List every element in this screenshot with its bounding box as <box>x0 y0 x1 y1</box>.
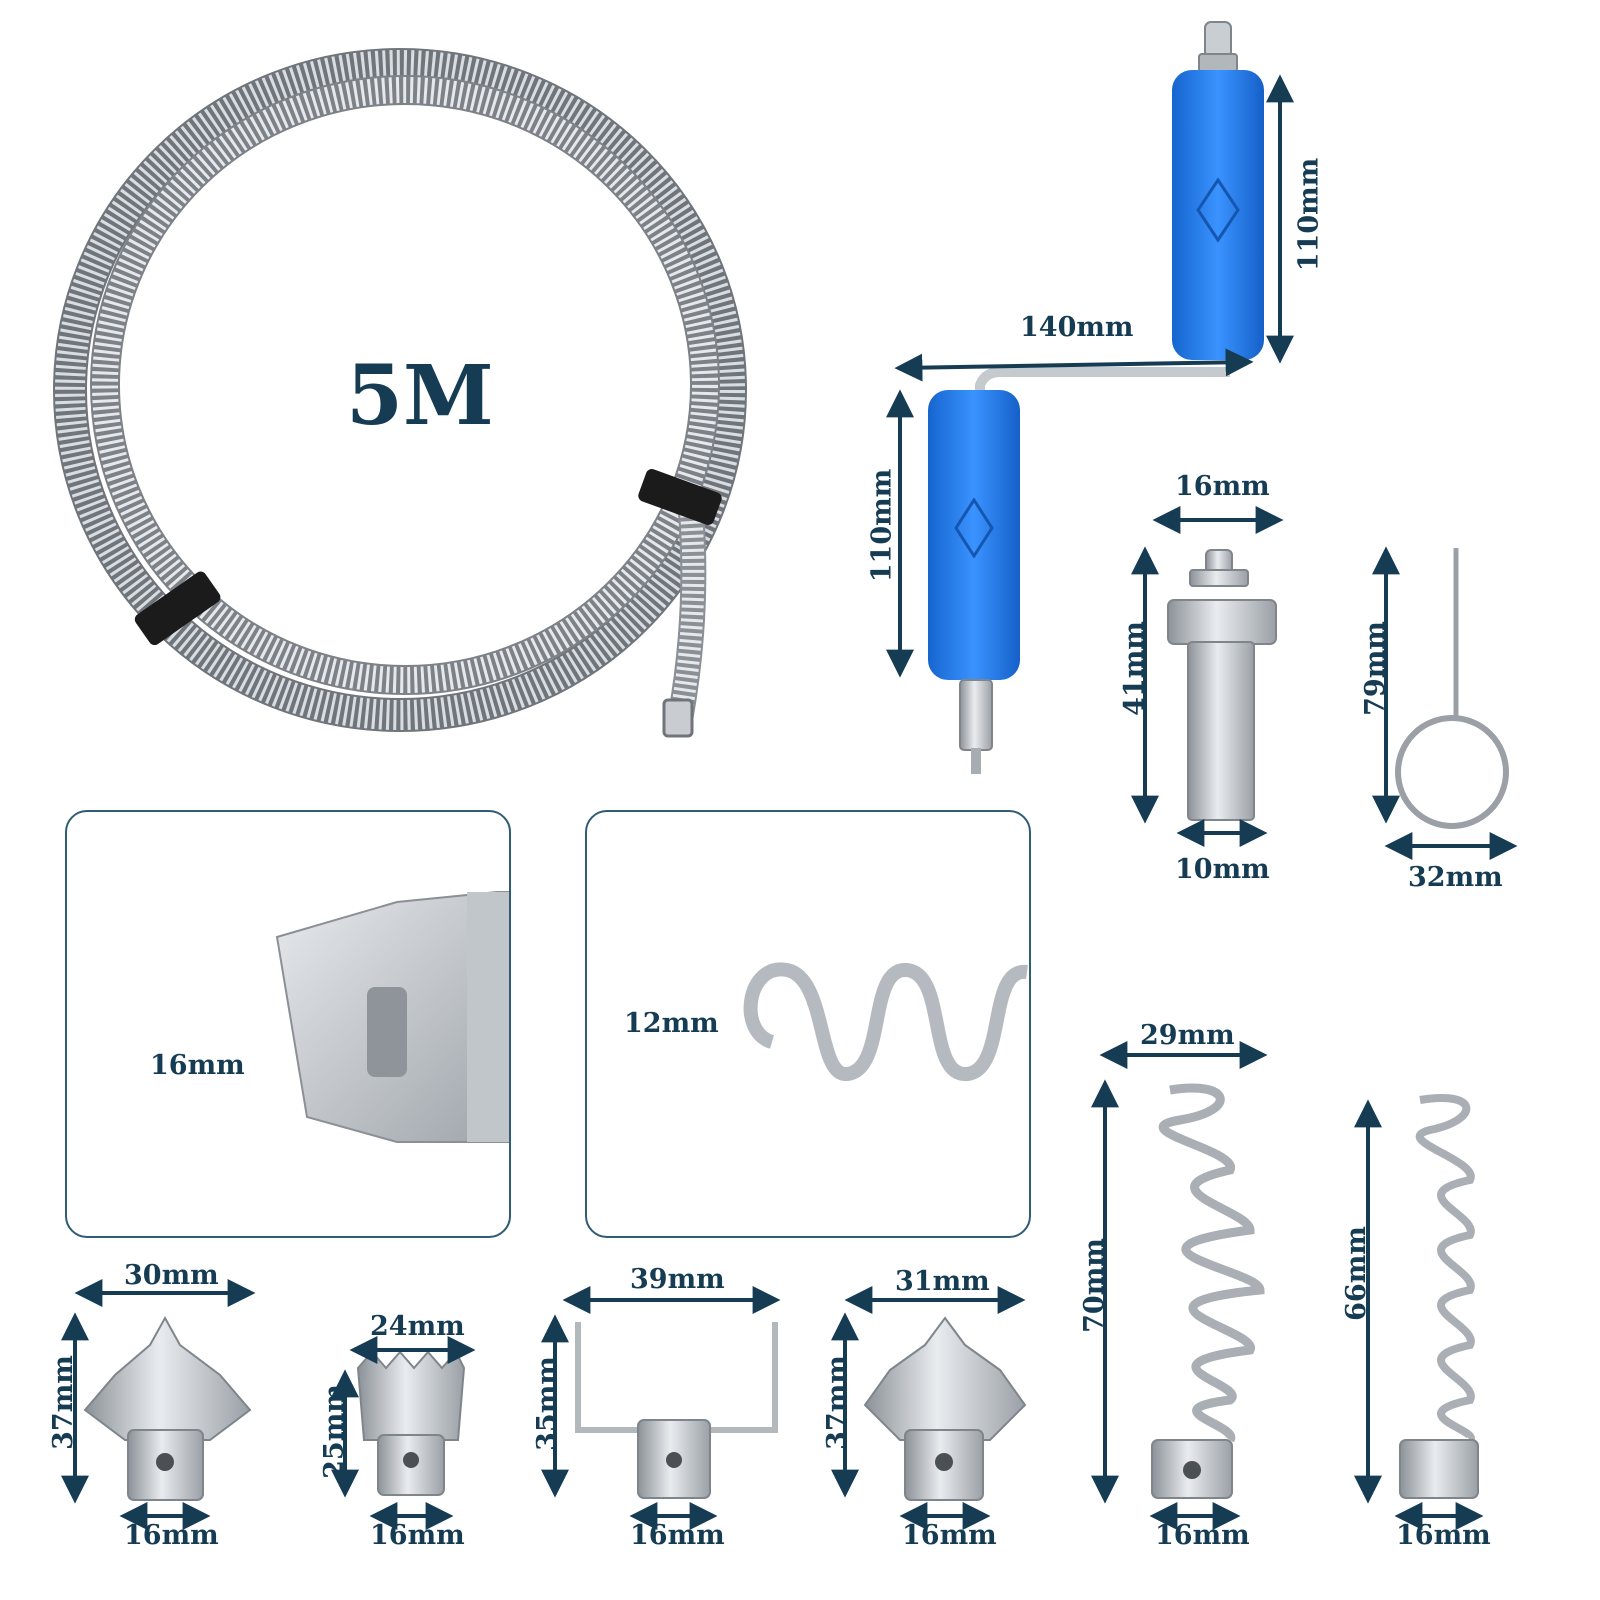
coiled-drain-cable <box>53 48 747 738</box>
saw-cutter-base-label: 16mm <box>370 1520 465 1551</box>
u-cutter-base-label: 16mm <box>630 1520 725 1551</box>
handle-bottom-height-label: 110mm <box>866 468 898 583</box>
adapter-height-label: 41mm <box>1118 621 1150 716</box>
u-cutter-width-label: 39mm <box>630 1264 725 1295</box>
spade-a-height-label: 37mm <box>47 1355 79 1450</box>
detail-panel-spring <box>585 810 1031 1238</box>
spade-cutter-a <box>83 1315 252 1501</box>
pin-width-label: 32mm <box>1408 862 1503 893</box>
dimension-lines <box>61 74 1518 1530</box>
adapter-bottom-width-label: 10mm <box>1175 854 1270 885</box>
crank-handle <box>928 21 1264 774</box>
spring-diameter-label: 12mm <box>624 1008 719 1039</box>
handle-top-height-label: 110mm <box>1293 157 1325 272</box>
saw-cutter-height-label: 25mm <box>318 1384 350 1479</box>
saw-cutter <box>356 1350 466 1496</box>
ring-pin <box>1395 548 1509 829</box>
detail-panel-connector <box>65 810 511 1238</box>
spring-closeup-image <box>743 962 1028 1081</box>
u-cutter-height-label: 35mm <box>531 1356 563 1451</box>
spade-b-width-label: 31mm <box>895 1266 990 1297</box>
connector-closeup-image <box>275 891 509 1143</box>
adapter-fitting <box>1167 549 1277 821</box>
bulb-auger-large <box>1151 1083 1265 1499</box>
straight-auger-base-label: 16mm <box>1396 1520 1491 1551</box>
straight-auger-height-label: 66mm <box>1340 1226 1372 1321</box>
connector-width-label: 16mm <box>150 1050 245 1081</box>
spade-b-base-label: 16mm <box>902 1520 997 1551</box>
cable-length-label: 5M <box>346 348 494 444</box>
bulb-auger-base-label: 16mm <box>1155 1520 1250 1551</box>
u-cutter <box>575 1322 778 1499</box>
spade-a-width-label: 30mm <box>124 1260 219 1291</box>
handle-width-label: 140mm <box>1020 312 1134 343</box>
spade-a-base-label: 16mm <box>124 1520 219 1551</box>
spade-cutter-b <box>863 1316 1027 1501</box>
spade-b-height-label: 37mm <box>821 1355 853 1450</box>
adapter-top-width-label: 16mm <box>1175 471 1270 502</box>
saw-cutter-width-label: 24mm <box>370 1311 465 1342</box>
pin-height-label: 79mm <box>1359 621 1391 716</box>
bulb-auger-height-label: 70mm <box>1078 1238 1110 1333</box>
straight-auger <box>1399 1094 1479 1499</box>
bulb-auger-width-label: 29mm <box>1140 1020 1235 1051</box>
